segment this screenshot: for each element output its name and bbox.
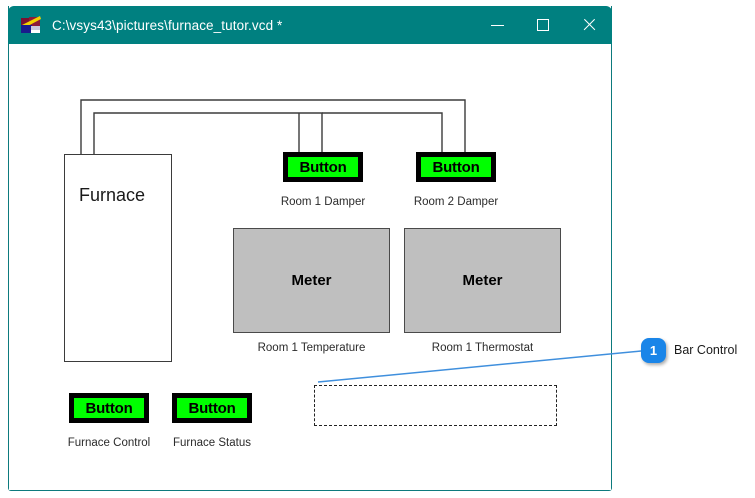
- button-room-2-damper-label: Button: [432, 158, 480, 176]
- window-title: C:\vsys43\pictures\furnace_tutor.vcd *: [52, 17, 283, 33]
- caption-furnace-status: Furnace Status: [173, 437, 251, 449]
- window-controls: [474, 6, 612, 44]
- button-room-2-damper[interactable]: Button: [416, 152, 496, 182]
- application-window: C:\vsys43\pictures\furnace_tutor.vcd *: [8, 6, 612, 491]
- minimize-icon: [490, 24, 504, 26]
- meter-room-1-thermostat[interactable]: Meter: [404, 228, 561, 333]
- furnace-label: Furnace: [79, 185, 146, 205]
- caption-furnace-control: Furnace Control: [67, 437, 151, 449]
- button-room-1-damper[interactable]: Button: [283, 152, 363, 182]
- diagram-canvas[interactable]: Furnace Button Room 1 Damper Button Room…: [9, 44, 611, 490]
- annotation-badge-number: 1: [649, 343, 658, 358]
- button-furnace-control-label: Button: [85, 399, 133, 417]
- button-furnace-control[interactable]: Button: [69, 393, 149, 423]
- bar-control-placeholder[interactable]: [314, 385, 557, 426]
- annotation-badge-1[interactable]: 1: [641, 338, 666, 363]
- meter-room-1-temperature-label: Meter: [291, 272, 332, 289]
- close-icon: [582, 18, 596, 32]
- close-button[interactable]: [566, 6, 612, 44]
- meter-room-1-thermostat-label: Meter: [462, 272, 503, 289]
- furnace-block[interactable]: Furnace: [64, 154, 172, 362]
- caption-room-1-damper: Room 1 Damper: [280, 196, 366, 208]
- button-furnace-status[interactable]: Button: [172, 393, 252, 423]
- caption-room-1-temperature: Room 1 Temperature: [257, 342, 366, 354]
- button-furnace-status-label: Button: [188, 399, 236, 417]
- caption-room-1-thermostat: Room 1 Thermostat: [431, 342, 534, 354]
- title-bar[interactable]: C:\vsys43\pictures\furnace_tutor.vcd *: [8, 6, 612, 44]
- meter-room-1-temperature[interactable]: Meter: [233, 228, 390, 333]
- app-logo-icon: [20, 15, 42, 35]
- caption-room-2-damper: Room 2 Damper: [413, 196, 499, 208]
- minimize-button[interactable]: [474, 6, 520, 44]
- button-room-1-damper-label: Button: [299, 158, 347, 176]
- annotation-label: Bar Control: [674, 343, 738, 357]
- maximize-button[interactable]: [520, 6, 566, 44]
- maximize-icon: [537, 19, 549, 31]
